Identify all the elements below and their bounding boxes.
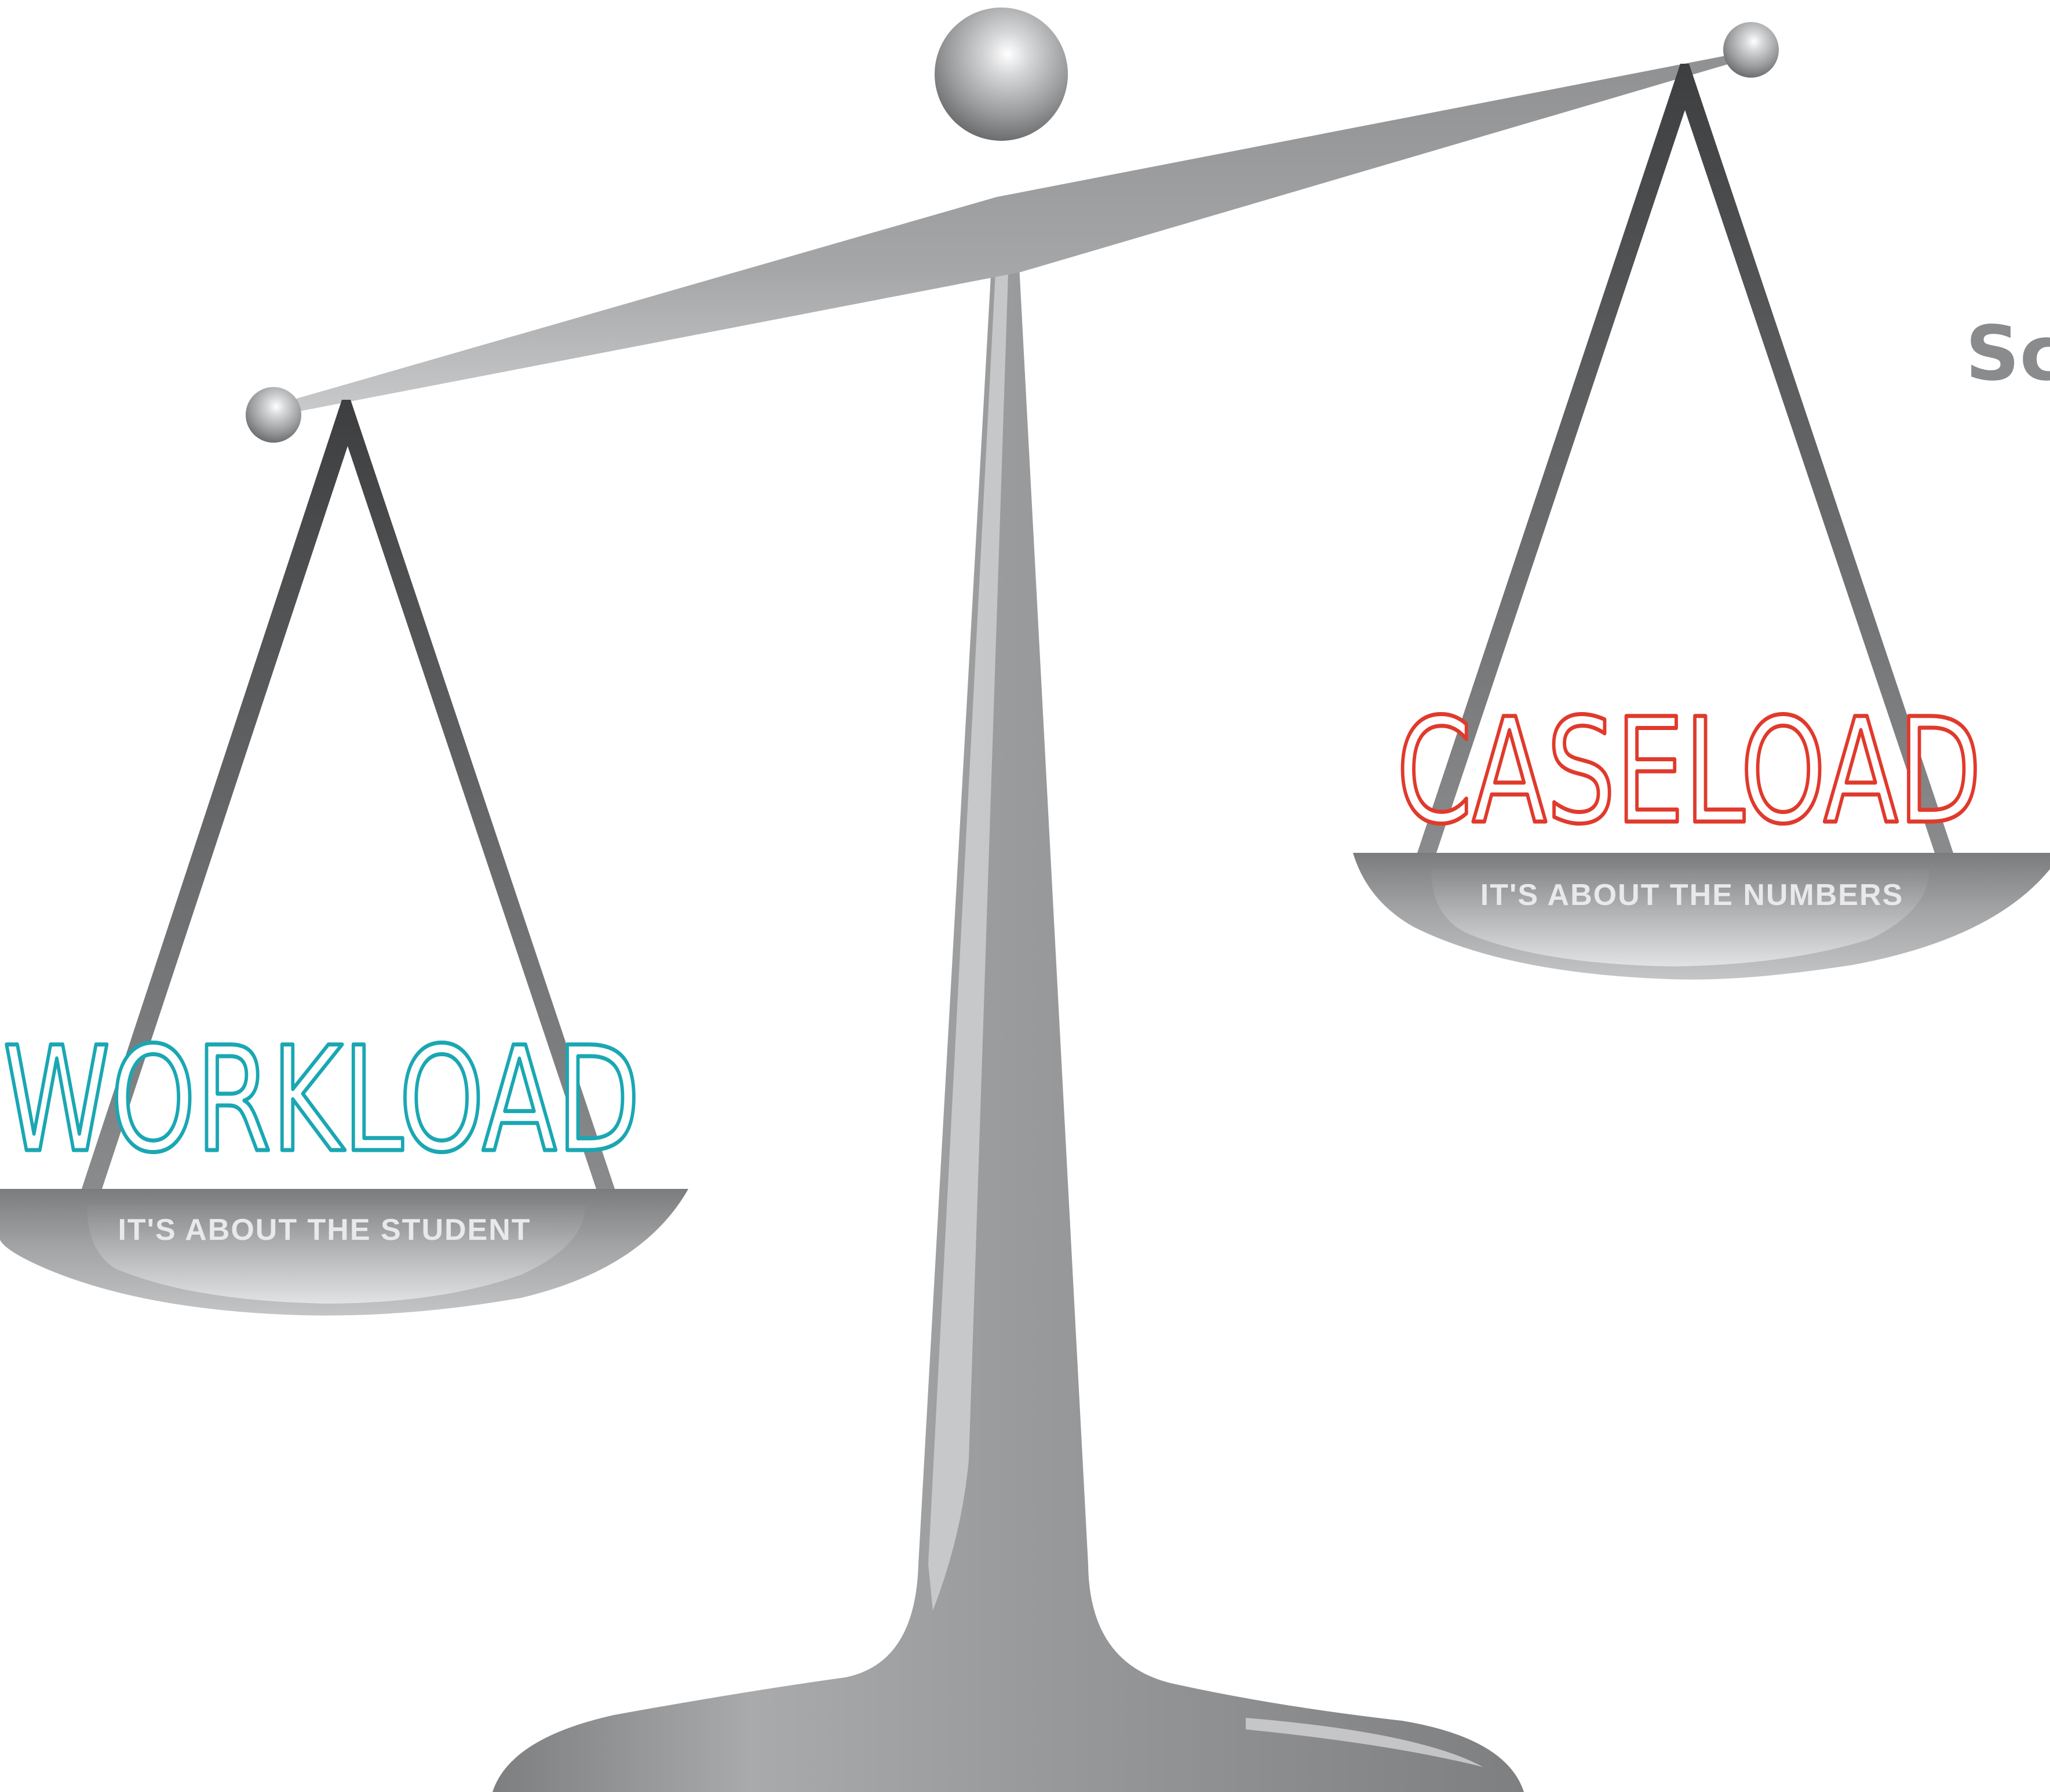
workload-title: WORKLOAD WORKLOAD xyxy=(1,1014,643,1187)
top-knob xyxy=(935,8,1068,141)
left-pan-subtitle: IT'S ABOUT THE STUDENT xyxy=(118,1213,531,1247)
caseload-title: CASELOAD CASELOAD xyxy=(1395,685,1984,858)
post-highlight xyxy=(928,272,1008,1611)
left-pan-inner xyxy=(87,1205,585,1304)
right-pan: IT'S ABOUT THE NUMBERS xyxy=(1353,853,2050,980)
scale-beam xyxy=(272,52,1744,414)
left-beam-knob xyxy=(246,387,301,443)
left-pan: IT'S ABOUT THE STUDENT xyxy=(0,1189,688,1316)
right-pan-inner xyxy=(1431,869,1929,966)
workload-title-fill: WORKLOAD xyxy=(3,1016,640,1184)
scale-post xyxy=(493,255,1524,1792)
caseload-title-outline: CASELOAD xyxy=(1396,687,1982,856)
workload-title-outline: WORKLOAD xyxy=(3,1016,640,1184)
right-pan-subtitle: IT'S ABOUT THE NUMBERS xyxy=(1480,878,1903,912)
caseload-title-fill: CASELOAD xyxy=(1396,687,1982,856)
right-beam-knob xyxy=(1723,22,1779,78)
side-text-fragment: Sc xyxy=(1965,309,2050,397)
base-highlight xyxy=(1246,1718,1483,1767)
